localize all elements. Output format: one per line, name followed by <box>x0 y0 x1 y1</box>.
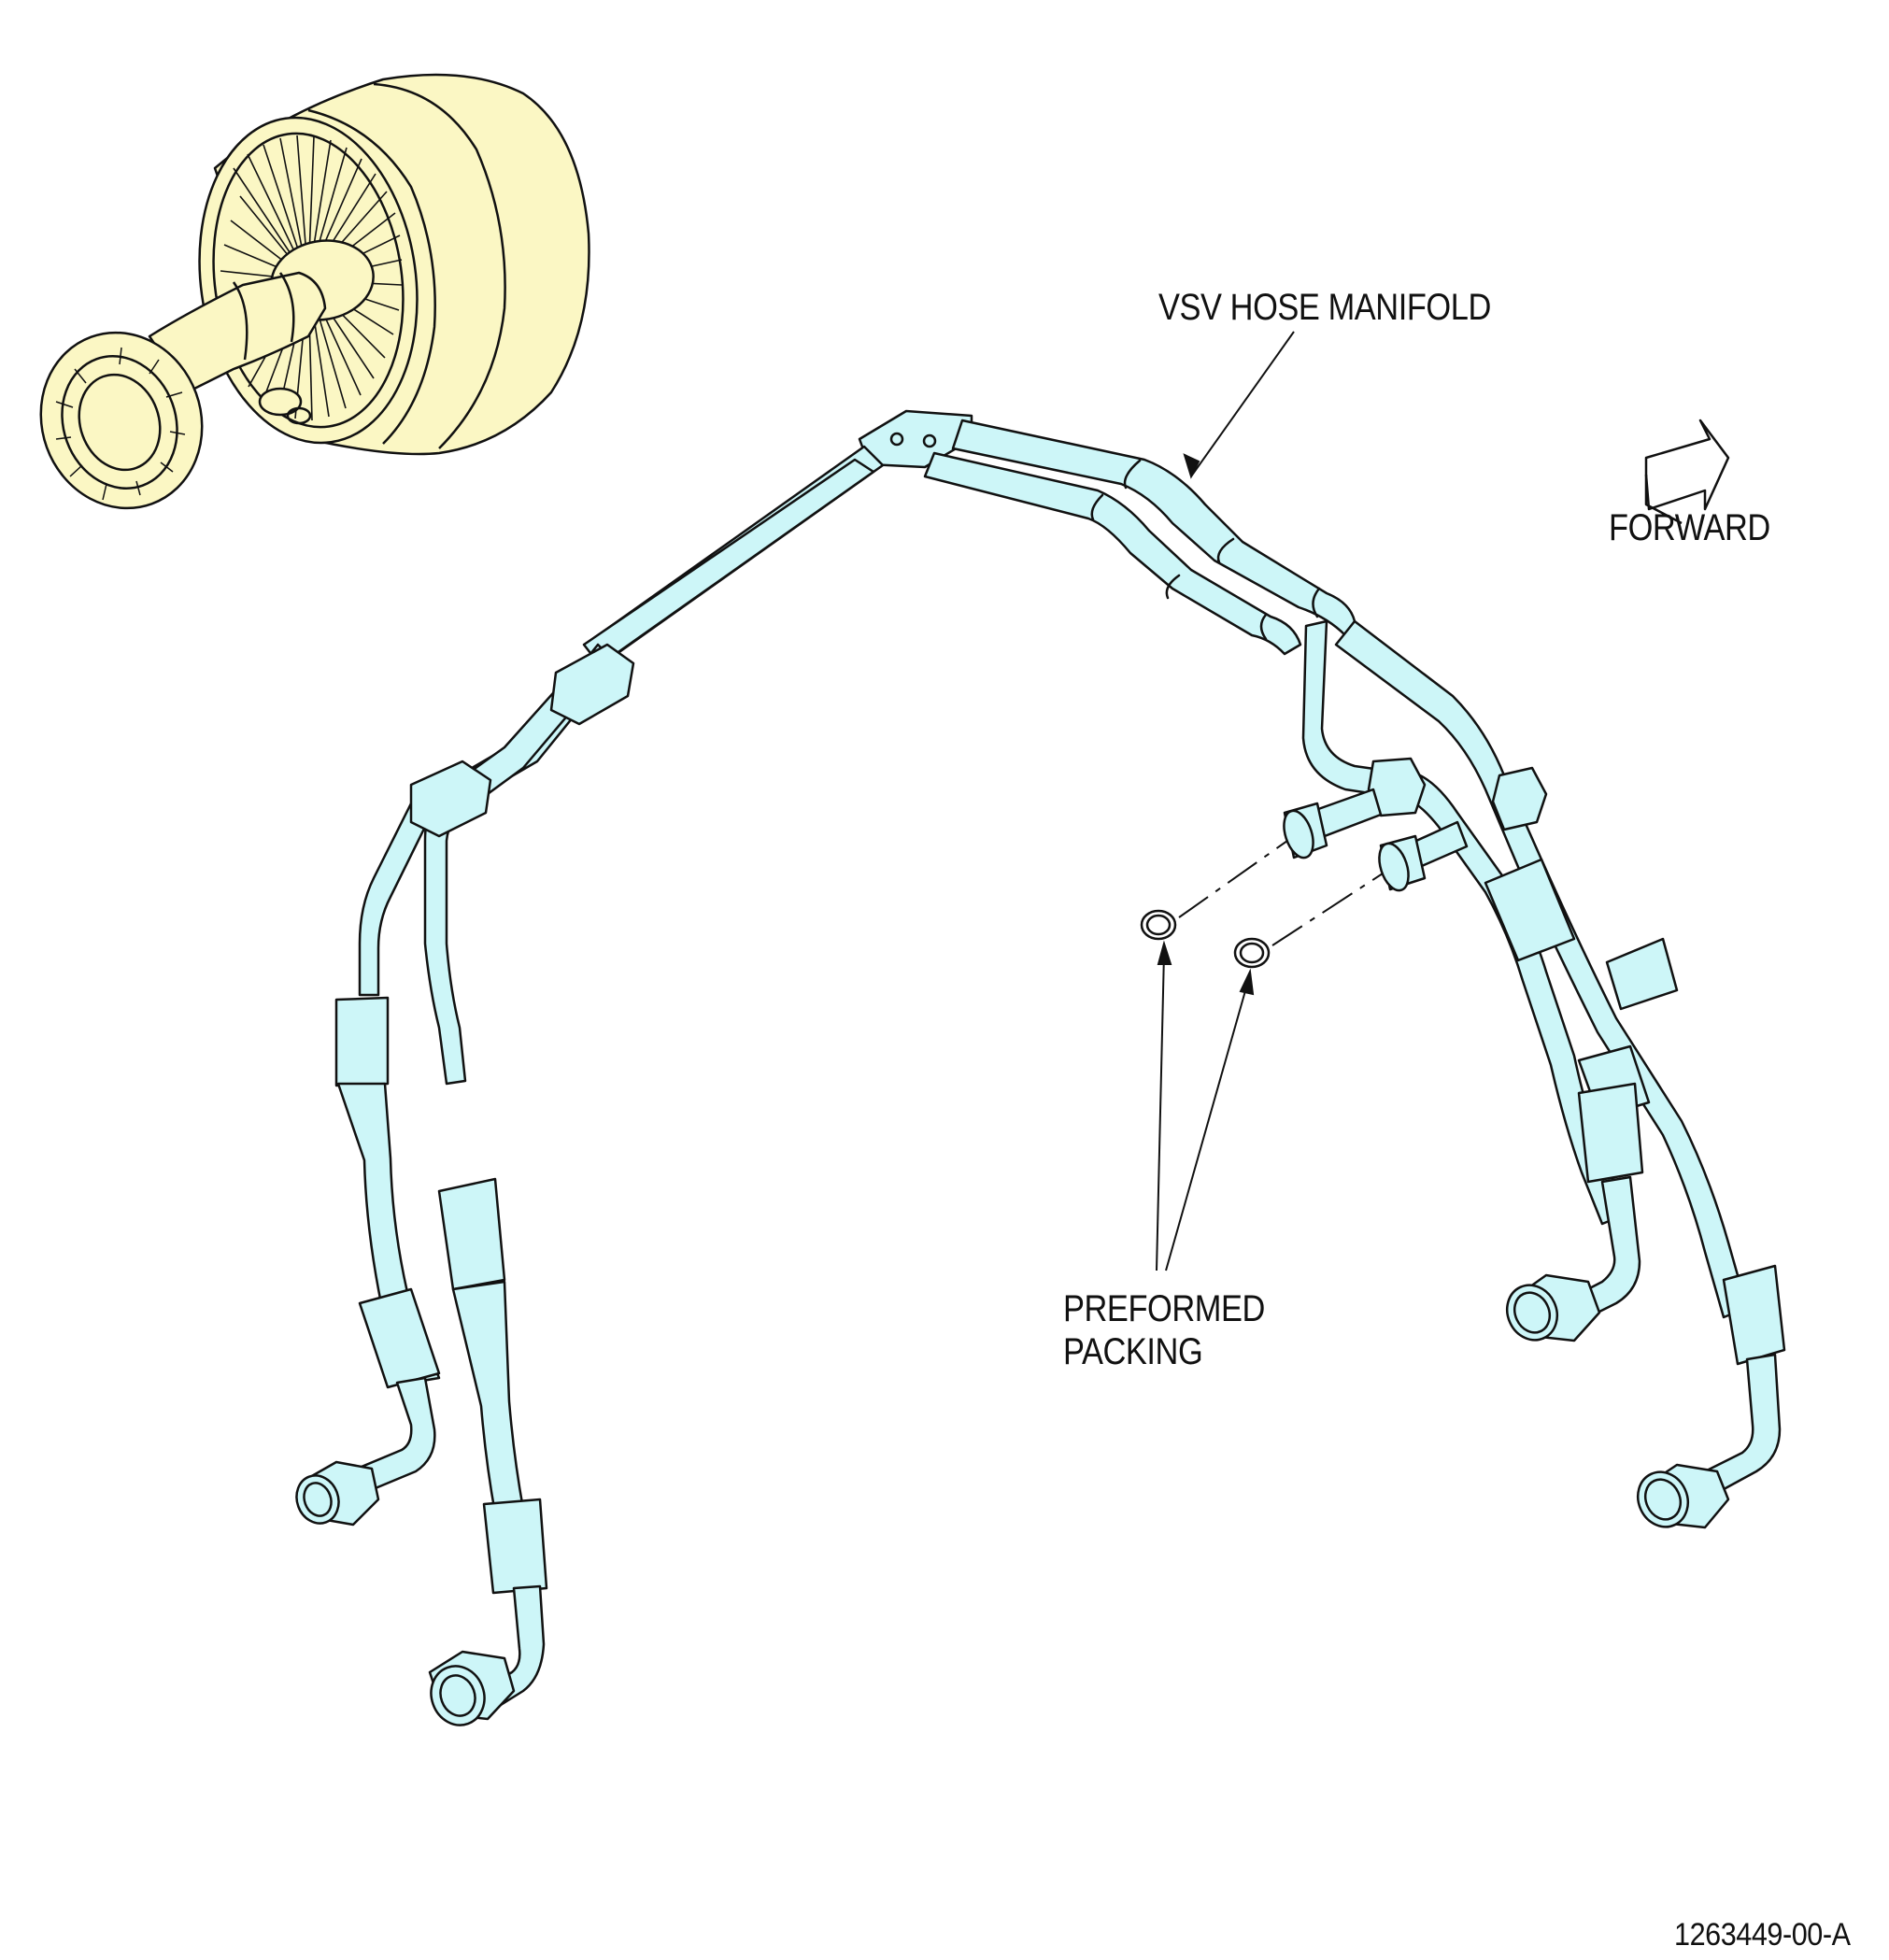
preformed-packing-callout-line2: PACKING <box>1063 1331 1203 1372</box>
engine-locator-icon <box>39 73 590 510</box>
assembly-centerlines <box>1178 840 1384 946</box>
vsv-hose-manifold-callout: VSV HOSE MANIFOLD <box>1158 287 1491 328</box>
hose-sleeve <box>437 1177 506 1291</box>
hose-sleeve <box>1722 1264 1786 1366</box>
vsv-hose-manifold <box>295 409 1786 1726</box>
hose-sleeve <box>482 1498 548 1595</box>
packing-ring <box>1140 909 1177 941</box>
hose-sleeve <box>334 996 390 1087</box>
hose-sleeve <box>1484 858 1576 962</box>
forward-direction-label: FORWARD <box>1609 507 1770 548</box>
clamp-bracket <box>549 643 635 726</box>
hose-sleeve <box>1605 937 1679 1011</box>
leader-lines <box>1156 331 1295 1271</box>
drawing-number: 1263449-00-A <box>1674 1917 1851 1953</box>
packing-ring <box>1233 937 1271 969</box>
hose-sleeve <box>358 1287 441 1389</box>
tee-fitting <box>1491 766 1548 831</box>
preformed-packing-callout-line1: PREFORMED <box>1063 1288 1265 1329</box>
hose-sleeve <box>1577 1082 1644 1184</box>
preformed-packing-rings <box>1140 909 1271 969</box>
clamp-bracket <box>409 760 492 838</box>
forward-arrow-icon <box>1644 419 1730 525</box>
tee-fitting <box>1367 757 1427 817</box>
